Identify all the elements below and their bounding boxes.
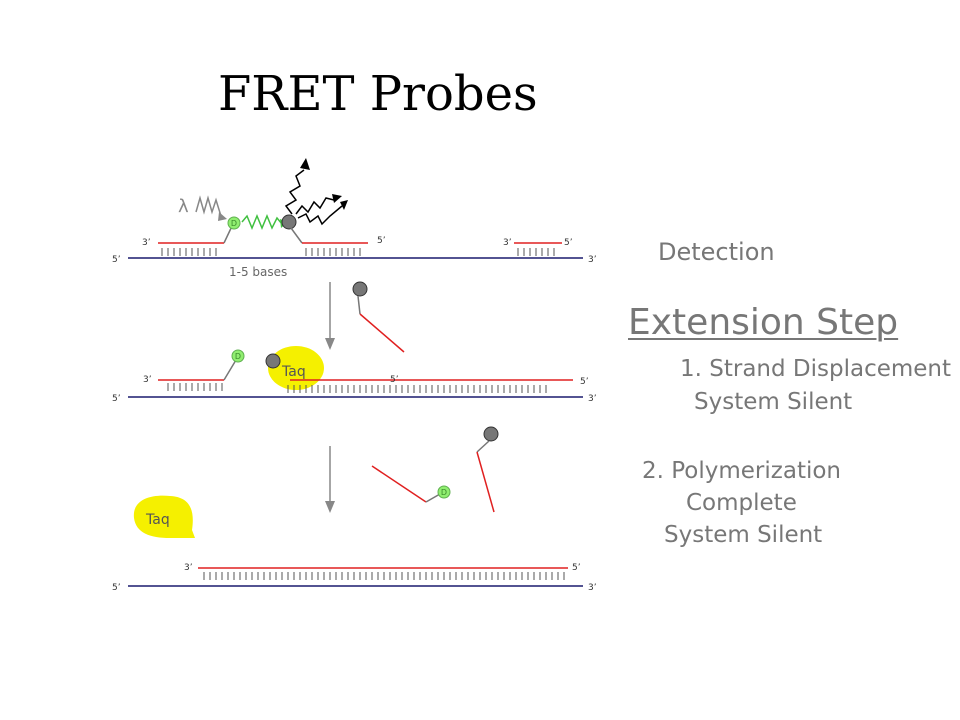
step2-line2: Complete: [686, 490, 797, 516]
emission-waves: [284, 169, 343, 226]
base-pair-ticks: [287, 385, 547, 393]
linker: [223, 359, 237, 381]
quencher-dye: [281, 214, 297, 230]
step1-line1: 1. Strand Displacement: [680, 356, 952, 382]
donor-label: D: [441, 488, 447, 497]
taq-label: Taq: [145, 512, 170, 528]
label-5prime: 5’: [112, 255, 121, 265]
linker: [425, 493, 441, 503]
step-arrowhead: [325, 501, 335, 513]
spacing-label: 1-5 bases: [229, 265, 287, 279]
donor-dye: [231, 349, 245, 363]
label-5prime: 5’: [572, 563, 581, 573]
quencher-dye: [352, 281, 368, 297]
released-donor-probe: [371, 465, 427, 503]
displaced-acceptor-probe: [359, 313, 405, 353]
label-3prime: 3’: [142, 238, 151, 248]
taq-label: Taq: [281, 364, 306, 380]
label-3prime: 3’: [143, 375, 152, 385]
label-5prime: 5’: [564, 238, 573, 248]
label-5prime: 5’: [377, 236, 386, 246]
slide-title: FRET Probes: [218, 66, 538, 122]
taq-polymerase: [133, 495, 195, 538]
taq-polymerase: [268, 346, 324, 390]
base-pair-ticks: [517, 248, 555, 256]
quencher-dye: [265, 353, 281, 369]
panel-polymerization: 5’ 3’ 3’ 5’: [112, 563, 597, 593]
detection-label: Detection: [658, 238, 775, 266]
step2-line1: 2. Polymerization: [642, 458, 842, 484]
label-3prime: 3’: [588, 255, 597, 265]
linker: [357, 295, 361, 315]
panel-strand-displacement: 5’ 3’ 3’ D Taq 5’ 5’: [112, 346, 597, 404]
label-5prime: 5’: [112, 394, 121, 404]
linker: [476, 440, 490, 453]
donor-dye: [227, 216, 241, 230]
emission-arrowhead: [300, 158, 310, 170]
base-pair-ticks: [161, 248, 217, 256]
lambda-symbol: λ: [178, 196, 189, 217]
label-5prime: 5’: [580, 377, 589, 387]
panel-detection: 5’ 3’ 3’ D λ: [112, 158, 597, 279]
base-pair-ticks: [305, 248, 361, 256]
quencher-dye: [483, 426, 499, 442]
label-3prime: 3’: [503, 238, 512, 248]
label-3prime: 3’: [588, 583, 597, 593]
label-3prime: 3’: [184, 563, 193, 573]
step-arrowhead: [325, 338, 335, 350]
extension-step-heading: Extension Step: [628, 302, 899, 343]
excitation-wave: [195, 195, 222, 217]
base-pair-ticks: [203, 572, 565, 580]
label-5prime: 5’: [390, 375, 399, 385]
donor-label: D: [235, 352, 241, 361]
released-acceptor-probe: [476, 451, 495, 513]
donor-dye: [437, 485, 451, 499]
fret-energy-wave: [241, 214, 283, 230]
linker: [290, 227, 303, 244]
step2-line3: System Silent: [664, 522, 823, 548]
base-pair-ticks: [167, 383, 223, 391]
label-5prime: 5’: [112, 583, 121, 593]
excitation-arrowhead: [218, 212, 227, 221]
donor-label: D: [231, 219, 237, 228]
emission-arrowhead: [332, 194, 342, 203]
emission-arrowhead: [340, 200, 348, 210]
step1-line2: System Silent: [694, 389, 853, 415]
label-3prime: 3’: [588, 394, 597, 404]
